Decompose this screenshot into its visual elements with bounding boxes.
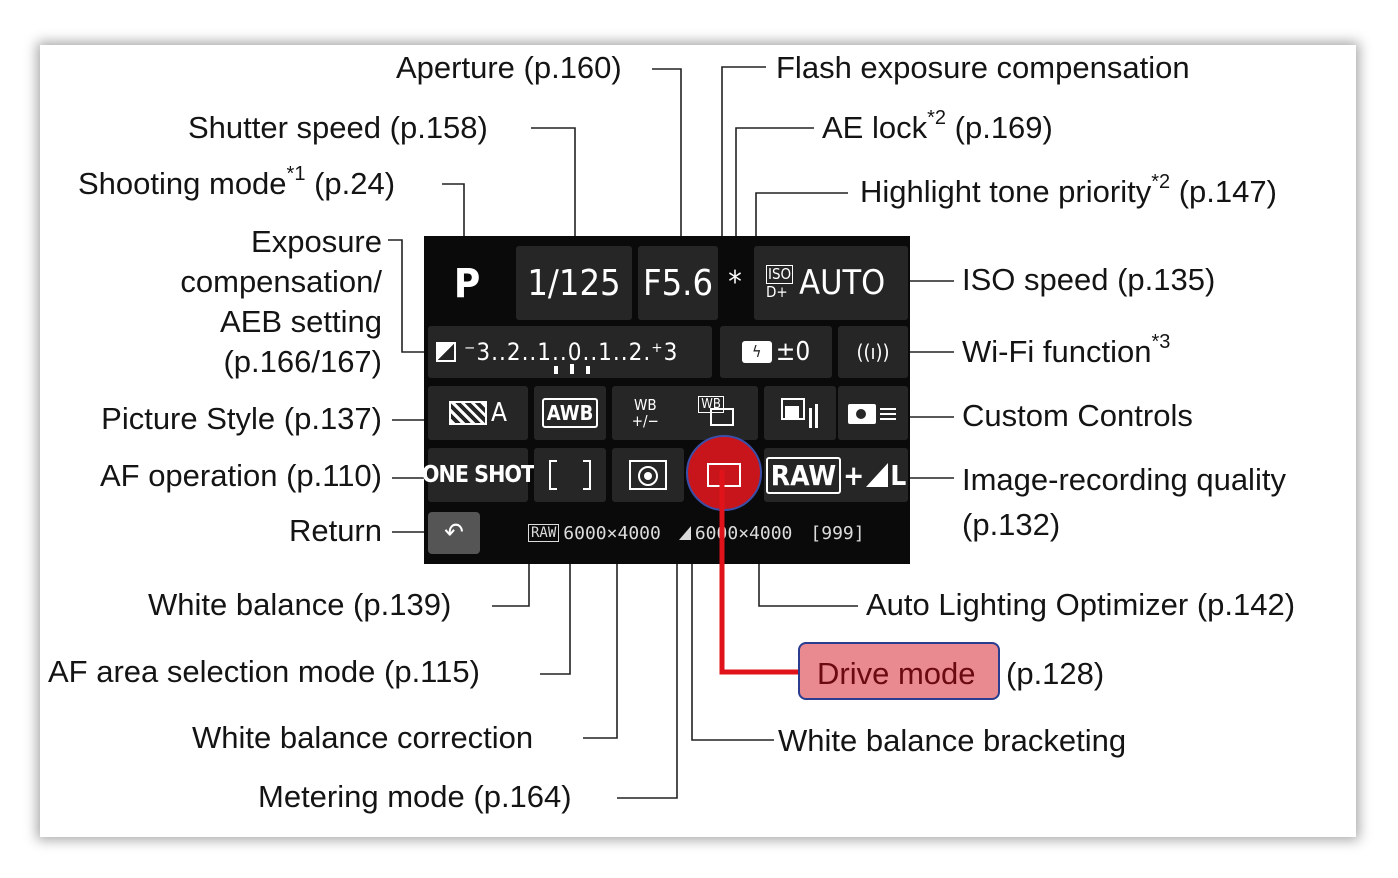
jpeg-quality-icon [678,526,691,540]
label-metering-mode: Metering mode (p.164) [258,779,572,814]
label-drive-mode-page: (p.128) [1006,656,1105,691]
drive-mode-label-box [798,642,1000,700]
af-operation-cell[interactable]: ONE SHOT [422,448,535,502]
label-image-quality-2: (p.132) [962,507,1061,542]
label-exposure-4: (p.166/167) [223,344,382,379]
label-af-operation: AF operation (p.110) [99,458,382,493]
white-balance-cell[interactable]: AWB [534,386,606,440]
iso-cell[interactable]: ISO D+ AUTO [754,246,908,320]
return-icon: ↶ [444,518,464,548]
custom-controls-icon [848,400,898,426]
quality-large-fine-icon [866,463,889,487]
auto-lighting-cell[interactable] [764,386,836,440]
label-shooting-mode-note: *1 [286,163,306,185]
metering-mode-cell[interactable] [612,448,684,502]
iso-icon-bottom: D+ [766,283,788,301]
label-wb-correction: White balance correction [192,720,534,755]
flash-comp-cell[interactable]: ϟ ±0 [720,326,832,378]
shutter-speed-cell[interactable]: 1/125 [516,246,632,320]
iso-icon: ISO D+ [766,265,794,301]
label-highlight-tone-note: *2 [1151,171,1171,193]
label-ae-lock-page: (p.169) [954,110,1053,145]
exposure-scale: ⁻3..2..1..0..1..2.⁺3 [464,338,679,366]
aperture-cell[interactable]: F5.6 [638,246,718,320]
label-wb-bracketing: White balance bracketing [778,723,1127,758]
label-wifi-note: *3 [1151,331,1171,353]
metering-mode-icon [629,460,667,490]
label-shooting-mode-text: Shooting mode [78,166,287,201]
label-ae-lock-text: AE lock [822,110,928,145]
return-button[interactable]: ↶ [428,512,480,554]
label-exposure-1: Exposure [251,224,382,259]
ae-lock-indicator: * [722,262,748,302]
line-aperture [652,68,682,258]
label-drive-mode: Drive mode [817,656,976,691]
wifi-cell[interactable]: ((ı)) [838,326,908,378]
single-shot-icon [707,463,741,487]
quality-l: L [890,458,907,492]
exposure-comp-icon [436,342,456,362]
af-area-cell[interactable] [534,448,606,502]
status-bar: RAW 6000×4000 6000×4000 [999] [528,516,908,550]
label-flash-comp: Flash exposure compensation [776,50,1190,85]
status-raw-size: 6000×4000 [563,522,661,544]
label-aperture: Aperture (p.160) [396,50,622,85]
line-ae-lock [735,127,814,258]
awb-icon: AWB [541,398,599,428]
picture-style-cell[interactable]: A [428,386,528,440]
auto-lighting-icon [781,398,819,428]
label-af-area: AF area selection mode (p.115) [48,654,480,689]
line-shutter [531,127,576,258]
label-highlight-tone-page: (p.147) [1178,174,1277,209]
drive-mode-cell[interactable] [694,448,754,502]
label-shooting-mode: Shooting mode*1 (p.24) [78,164,396,201]
image-quality-cell[interactable]: RAW + L [764,448,908,502]
label-wifi-text: Wi-Fi function [962,334,1152,369]
line-shooting-mode [442,183,465,240]
label-auto-lighting: Auto Lighting Optimizer (p.142) [866,587,1296,622]
wb-shift-bottom: +/− [631,412,659,430]
wb-bracketing-icon: WB [698,396,738,430]
label-highlight-tone: Highlight tone priority*2 (p.147) [860,172,1277,209]
quick-control-screen: P 1/125 F5.6 * ISO D+ AUTO ⁻3..2..1..0..… [422,236,910,564]
label-image-quality-1: Image-recording quality [962,462,1286,497]
label-exposure-2: compensation/ [180,264,382,299]
custom-controls-cell[interactable] [838,386,908,440]
iso-value: AUTO [799,263,886,303]
status-raw: RAW [528,524,560,542]
label-ae-lock-note: *2 [927,107,947,129]
line-exposure [388,239,430,353]
label-iso-speed: ISO speed (p.135) [962,262,1216,297]
label-highlight-tone-text: Highlight tone priority [860,174,1152,209]
wb-correction-cell[interactable]: WB +/− WB [612,386,758,440]
label-ae-lock: AE lock*2 (p.169) [822,108,1053,145]
picture-style-value: A [491,398,507,428]
flash-comp-value: ±0 [775,337,811,367]
wb-shift-top: WB [633,396,657,414]
wb-shift-icon: WB +/− [632,397,659,429]
label-custom-controls: Custom Controls [962,398,1193,433]
picture-style-icon [449,401,487,425]
status-jpeg-size: 6000×4000 [694,522,793,544]
exposure-comp-cell[interactable]: ⁻3..2..1..0..1..2.⁺3 [428,326,712,378]
label-shutter-speed: Shutter speed (p.158) [188,110,488,145]
flash-comp-icon: ϟ [741,341,772,363]
label-return: Return [288,513,382,548]
iso-icon-top: ISO [766,265,794,284]
exposure-marker [554,364,598,374]
status-shots: [999] [810,522,865,544]
label-wifi: Wi-Fi function*3 [962,332,1170,369]
af-area-icon [549,460,591,490]
label-shooting-mode-page: (p.24) [314,166,396,201]
quality-plus: + [843,458,865,492]
shooting-mode-cell[interactable]: P [428,244,506,324]
label-white-balance: White balance (p.139) [148,587,452,622]
label-exposure-3: AEB setting [220,304,382,339]
label-picture-style: Picture Style (p.137) [101,401,382,436]
quality-raw: RAW [765,456,842,494]
